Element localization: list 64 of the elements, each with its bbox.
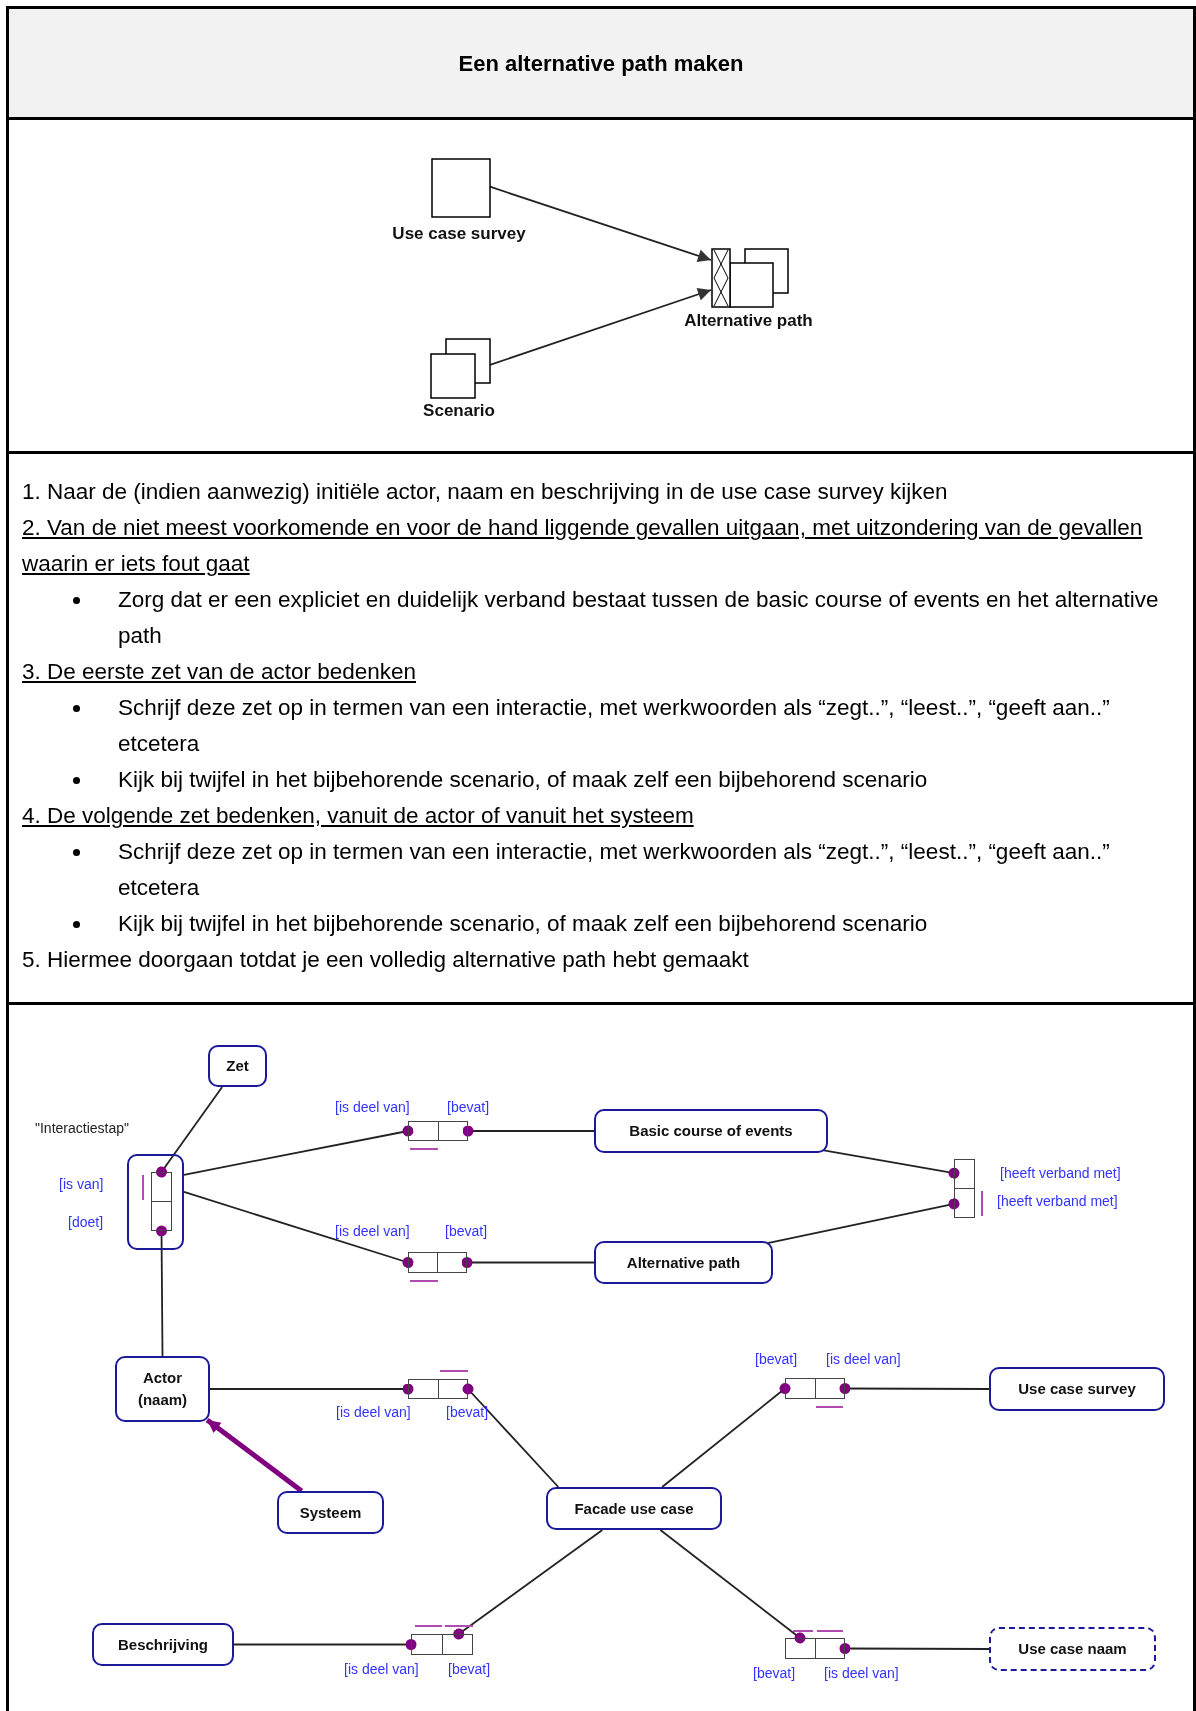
entity-box: Systeem [277, 1491, 384, 1534]
connector-line [661, 1383, 791, 1488]
connector-line [183, 1191, 414, 1268]
entity-label: "Interactiestap" [35, 1119, 129, 1138]
fact-type-box [408, 1379, 468, 1399]
node-label: Use case survey [391, 223, 527, 245]
role-label: [is van] [59, 1175, 104, 1194]
connector-line [839, 1383, 990, 1394]
role-label: [is deel van] [335, 1222, 410, 1241]
connector-line [209, 1383, 414, 1395]
connector-line [453, 1529, 604, 1640]
connector-line [233, 1639, 417, 1650]
fact-type-box [408, 1121, 468, 1141]
title: Een alternative path maken [458, 49, 744, 78]
node-label: Alternative path [683, 310, 814, 332]
role-label: [bevat] [445, 1222, 488, 1241]
role-label: [is deel van] [336, 1403, 411, 1422]
fact-type-box [411, 1634, 473, 1655]
role-label: [heeft verband met] [997, 1192, 1118, 1211]
connector-line [156, 1086, 224, 1178]
bullet-text: Schrijf deze zet op in termen van een interactie, met werkwoorden als “zegt..”, “leest..”, “geeft aan..” etcetera [118, 694, 1111, 758]
entity-box: Beschrijving [92, 1623, 234, 1666]
step-text: 1. Naar de (indien aanwezig) initiële actor, naam en beschrijving in de use case survey kijken [22, 478, 949, 506]
bullet-text: Kijk bij twijfel in het bijbehorende scenario, of maak zelf een bijbehorend scenario [118, 766, 928, 794]
fact-type-box [954, 1159, 975, 1218]
entity-box: Basic course of events [594, 1109, 828, 1153]
bullet-text: Kijk bij twijfel in het bijbehorende scenario, of maak zelf een bijbehorend scenario [118, 910, 928, 938]
connector-line [156, 1225, 167, 1357]
role-label: [is deel van] [344, 1660, 419, 1679]
fact-type-box [408, 1252, 467, 1273]
role-label: [bevat] [446, 1403, 489, 1422]
node-label: Scenario [422, 400, 496, 422]
role-label: [heeft verband met] [1000, 1164, 1121, 1183]
bullet-text: Schrijf deze zet op in termen van een interactie, met werkwoorden als “zegt..”, “leest..”, “geeft aan..” etcetera [118, 838, 1111, 902]
step-text: 4. De volgende zet bedenken, vanuit de actor of vanuit het systeem [22, 802, 695, 830]
connector-line [461, 1257, 595, 1268]
entity-box: Use case naam [989, 1627, 1156, 1671]
role-label: [bevat] [448, 1660, 491, 1679]
role-label: [bevat] [755, 1350, 798, 1369]
entity-box: Facade use case [546, 1487, 722, 1530]
step-text: 3. De eerste zet van de actor bedenken [22, 658, 417, 686]
connector-line [183, 1125, 414, 1176]
role-label: [bevat] [447, 1098, 490, 1117]
connector-line [839, 1643, 990, 1654]
entity-box: Zet [208, 1045, 267, 1087]
bullet-text: Zorg dat er een expliciet en duidelijk verband bestaat tussen de basic course of events en het alternative path [118, 586, 1160, 650]
fact-type-box [151, 1172, 172, 1231]
entity-box: Actor (naam) [115, 1356, 210, 1422]
connector-line [766, 1198, 960, 1245]
role-label: [doet] [68, 1213, 104, 1232]
fact-type-box [785, 1638, 845, 1659]
fact-type-box [785, 1378, 845, 1399]
entity-box: Use case survey [989, 1367, 1165, 1411]
role-label: [is deel van] [824, 1664, 899, 1683]
step-text: 2. Van de niet meest voorkomende en voor de hand liggende gevallen uitgaan, met uitzondering van de gevallen waarin er iets fout gaat [22, 514, 1144, 578]
entity-box: Alternative path [594, 1241, 773, 1284]
role-label: [is deel van] [826, 1350, 901, 1369]
connector-line [462, 1383, 560, 1488]
step-text: 5. Hiermee doorgaan totdat je een volledig alternative path hebt gemaakt [22, 946, 750, 974]
connector-line [659, 1529, 806, 1644]
connector-line [462, 1125, 595, 1137]
role-label: [is deel van] [335, 1098, 410, 1117]
role-label: [bevat] [753, 1664, 796, 1683]
arrow [205, 1418, 304, 1493]
